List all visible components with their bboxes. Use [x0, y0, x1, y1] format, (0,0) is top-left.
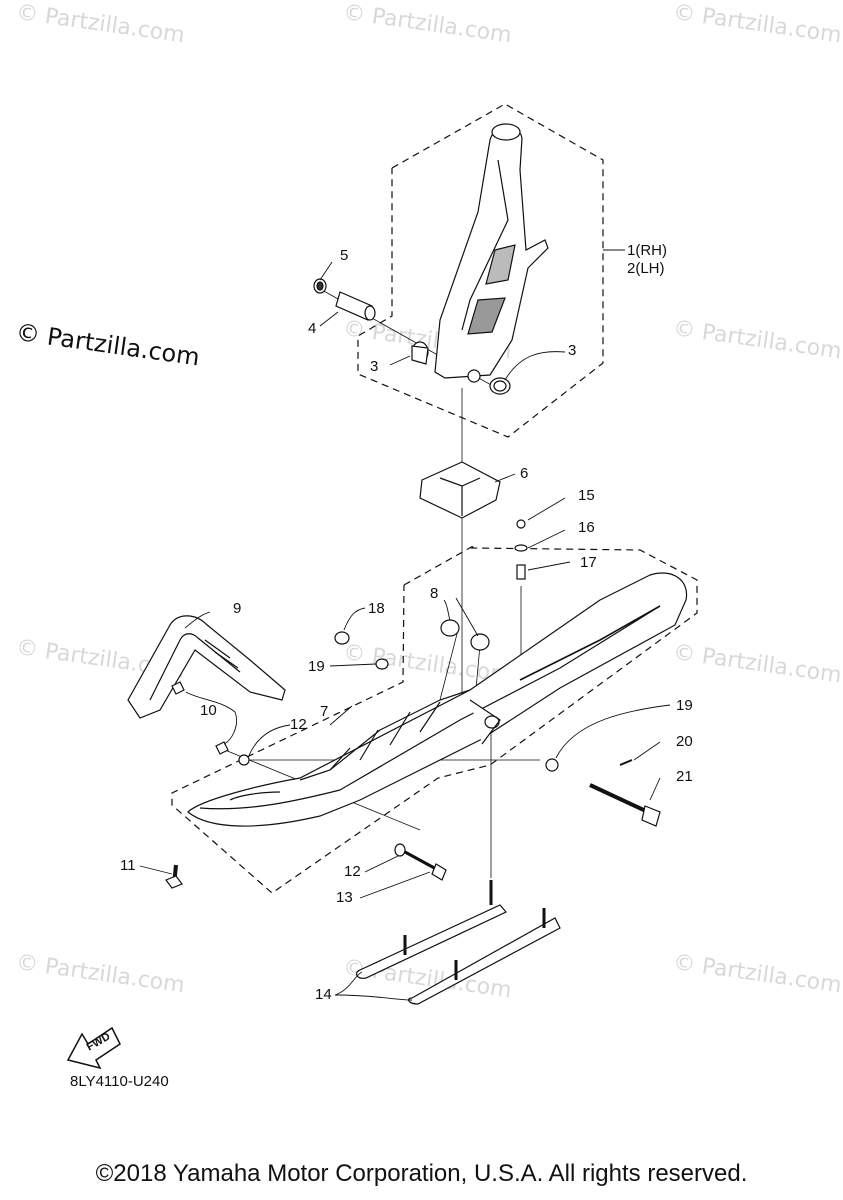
leader-lines — [139, 249, 671, 1001]
callout-19a: 19 — [308, 658, 325, 675]
callout-12a: 12 — [290, 716, 307, 733]
washer-part-12a — [238, 754, 250, 766]
copyright-footer: ©2018 Yamaha Motor Corporation, U.S.A. A… — [95, 1160, 748, 1187]
spacer-part-17 — [516, 564, 526, 580]
callout-8: 8 — [430, 585, 439, 602]
damper-part-6 — [419, 461, 501, 519]
callout-3a: 3 — [370, 358, 379, 375]
collar-part-4 — [335, 291, 376, 321]
callout-20: 20 — [676, 733, 693, 750]
callout-14: 14 — [315, 986, 332, 1003]
nut-part-10a — [171, 681, 185, 695]
washer-part-19a — [375, 658, 389, 670]
callout-12b: 12 — [344, 863, 361, 880]
callout-2: 2(LH) — [627, 260, 665, 277]
callout-4: 4 — [308, 320, 317, 337]
callout-21: 21 — [676, 768, 693, 785]
bushing-part-8 — [440, 619, 490, 651]
callout-1: 1(RH) — [627, 242, 667, 259]
pin-part-20 — [619, 759, 633, 766]
handle-part-9 — [127, 615, 286, 719]
wear-bar-part-14 — [356, 880, 561, 1005]
callout-16: 16 — [578, 519, 595, 536]
diagram-code: 8LY4110-U240 — [70, 1073, 169, 1090]
callout-13: 13 — [336, 889, 353, 906]
fwd-arrow-icon — [66, 1026, 121, 1070]
callout-11: 11 — [120, 857, 136, 874]
cap-part-5 — [313, 278, 327, 294]
nut-part-15 — [516, 519, 526, 529]
callout-3b: 3 — [568, 342, 577, 359]
callout-15: 15 — [578, 487, 595, 504]
bolt-part-13 — [404, 850, 447, 881]
nut-part-18 — [334, 631, 350, 645]
callout-17: 17 — [580, 554, 597, 571]
ski-dashed-outline — [171, 544, 698, 894]
ski-part-7 — [187, 572, 688, 827]
callout-18: 18 — [368, 600, 385, 617]
nut-part-10b — [215, 741, 229, 755]
callout-7: 7 — [320, 703, 329, 720]
callout-5: 5 — [340, 247, 349, 264]
bolt-part-11 — [165, 864, 183, 889]
callout-6: 6 — [520, 465, 529, 482]
bushing-part-3a — [411, 341, 429, 365]
washer-part-16 — [514, 544, 528, 552]
bolt-part-21 — [589, 783, 661, 827]
callout-9: 9 — [233, 600, 242, 617]
washer-part-12b — [394, 843, 406, 857]
callout-19b: 19 — [676, 697, 693, 714]
bushing-part-3b — [489, 377, 511, 395]
washer-part-19b — [545, 758, 559, 772]
callout-10: 10 — [200, 702, 217, 719]
spindle-part — [434, 123, 549, 383]
